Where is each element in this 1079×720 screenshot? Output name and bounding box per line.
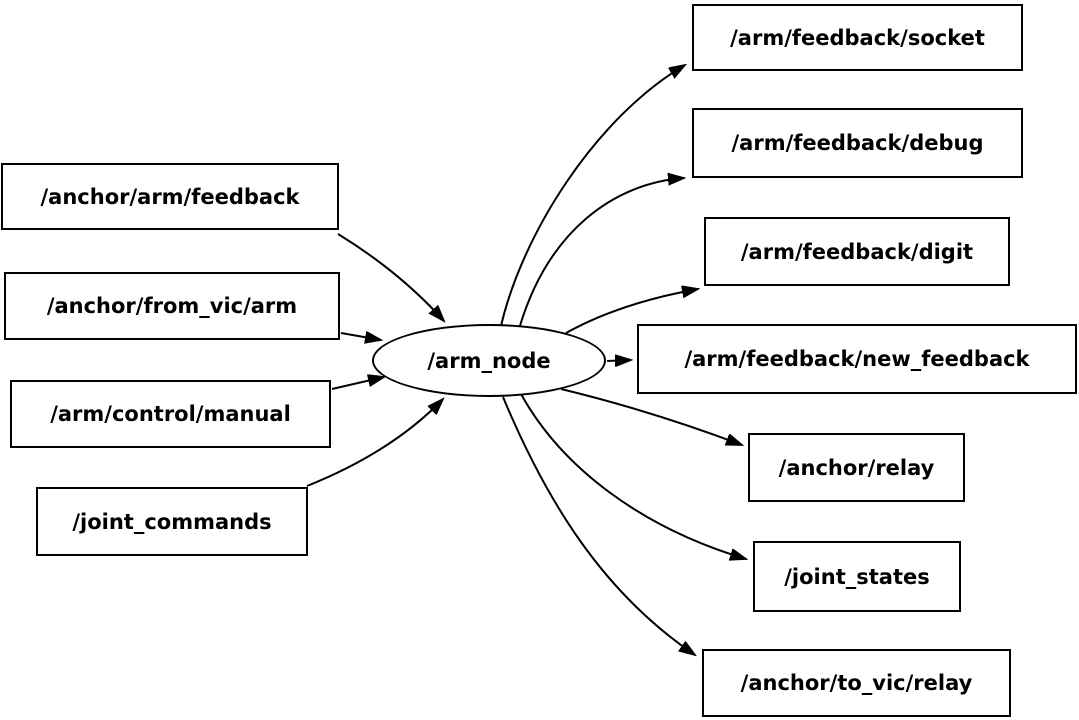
topic-node-arm-feedback-digit: /arm/feedback/digit: [704, 217, 1010, 286]
topic-node-joint-states: /joint_states: [753, 541, 961, 612]
topic-node-joint-commands: /joint_commands: [36, 487, 308, 556]
topic-node-arm-feedback-new-feedback: /arm/feedback/new_feedback: [637, 324, 1077, 394]
topic-label: /joint_commands: [72, 509, 272, 534]
topic-node-arm-feedback-socket: /arm/feedback/socket: [692, 4, 1023, 71]
topic-node-anchor-to-vic-relay: /anchor/to_vic/relay: [702, 649, 1011, 717]
edge-arm-node-to-anchor-relay: [560, 388, 742, 446]
topic-node-anchor-relay: /anchor/relay: [748, 433, 965, 502]
topic-label: /anchor/relay: [778, 455, 935, 480]
topic-node-anchor-arm-feedback: /anchor/arm/feedback: [1, 163, 339, 230]
edge-anchor-from-vic-arm-to-arm-node: [340, 333, 381, 340]
topic-node-anchor-from-vic-arm: /anchor/from_vic/arm: [4, 272, 340, 340]
edge-arm-node-to-arm-feedback-new-feedback: [606, 360, 631, 361]
edge-arm-node-to-arm-feedback-socket: [500, 65, 685, 327]
topic-node-arm-control-manual: /arm/control/manual: [10, 380, 331, 448]
edge-arm-control-manual-to-arm-node: [331, 377, 384, 390]
topic-label: /arm/feedback/debug: [731, 131, 984, 155]
node-arm-node: /arm_node: [372, 324, 606, 397]
edge-arm-node-to-anchor-to-vic-relay: [502, 396, 695, 655]
edge-arm-node-to-joint-states: [520, 393, 746, 559]
topic-label: /anchor/arm/feedback: [40, 184, 300, 209]
topic-label: /joint_states: [784, 564, 930, 589]
edge-arm-node-to-arm-feedback-debug: [518, 178, 684, 330]
edge-anchor-arm-feedback-to-arm-node: [337, 233, 444, 321]
topic-label: /anchor/to_vic/relay: [740, 671, 973, 695]
node-label: /arm_node: [427, 348, 551, 373]
topic-node-arm-feedback-debug: /arm/feedback/debug: [692, 108, 1023, 178]
topic-label: /arm/feedback/digit: [740, 239, 974, 264]
topic-label: /arm/feedback/new_feedback: [684, 347, 1030, 371]
topic-label: /anchor/from_vic/arm: [46, 294, 298, 318]
topic-label: /arm/feedback/socket: [730, 25, 985, 50]
topic-label: /arm/control/manual: [50, 402, 291, 426]
